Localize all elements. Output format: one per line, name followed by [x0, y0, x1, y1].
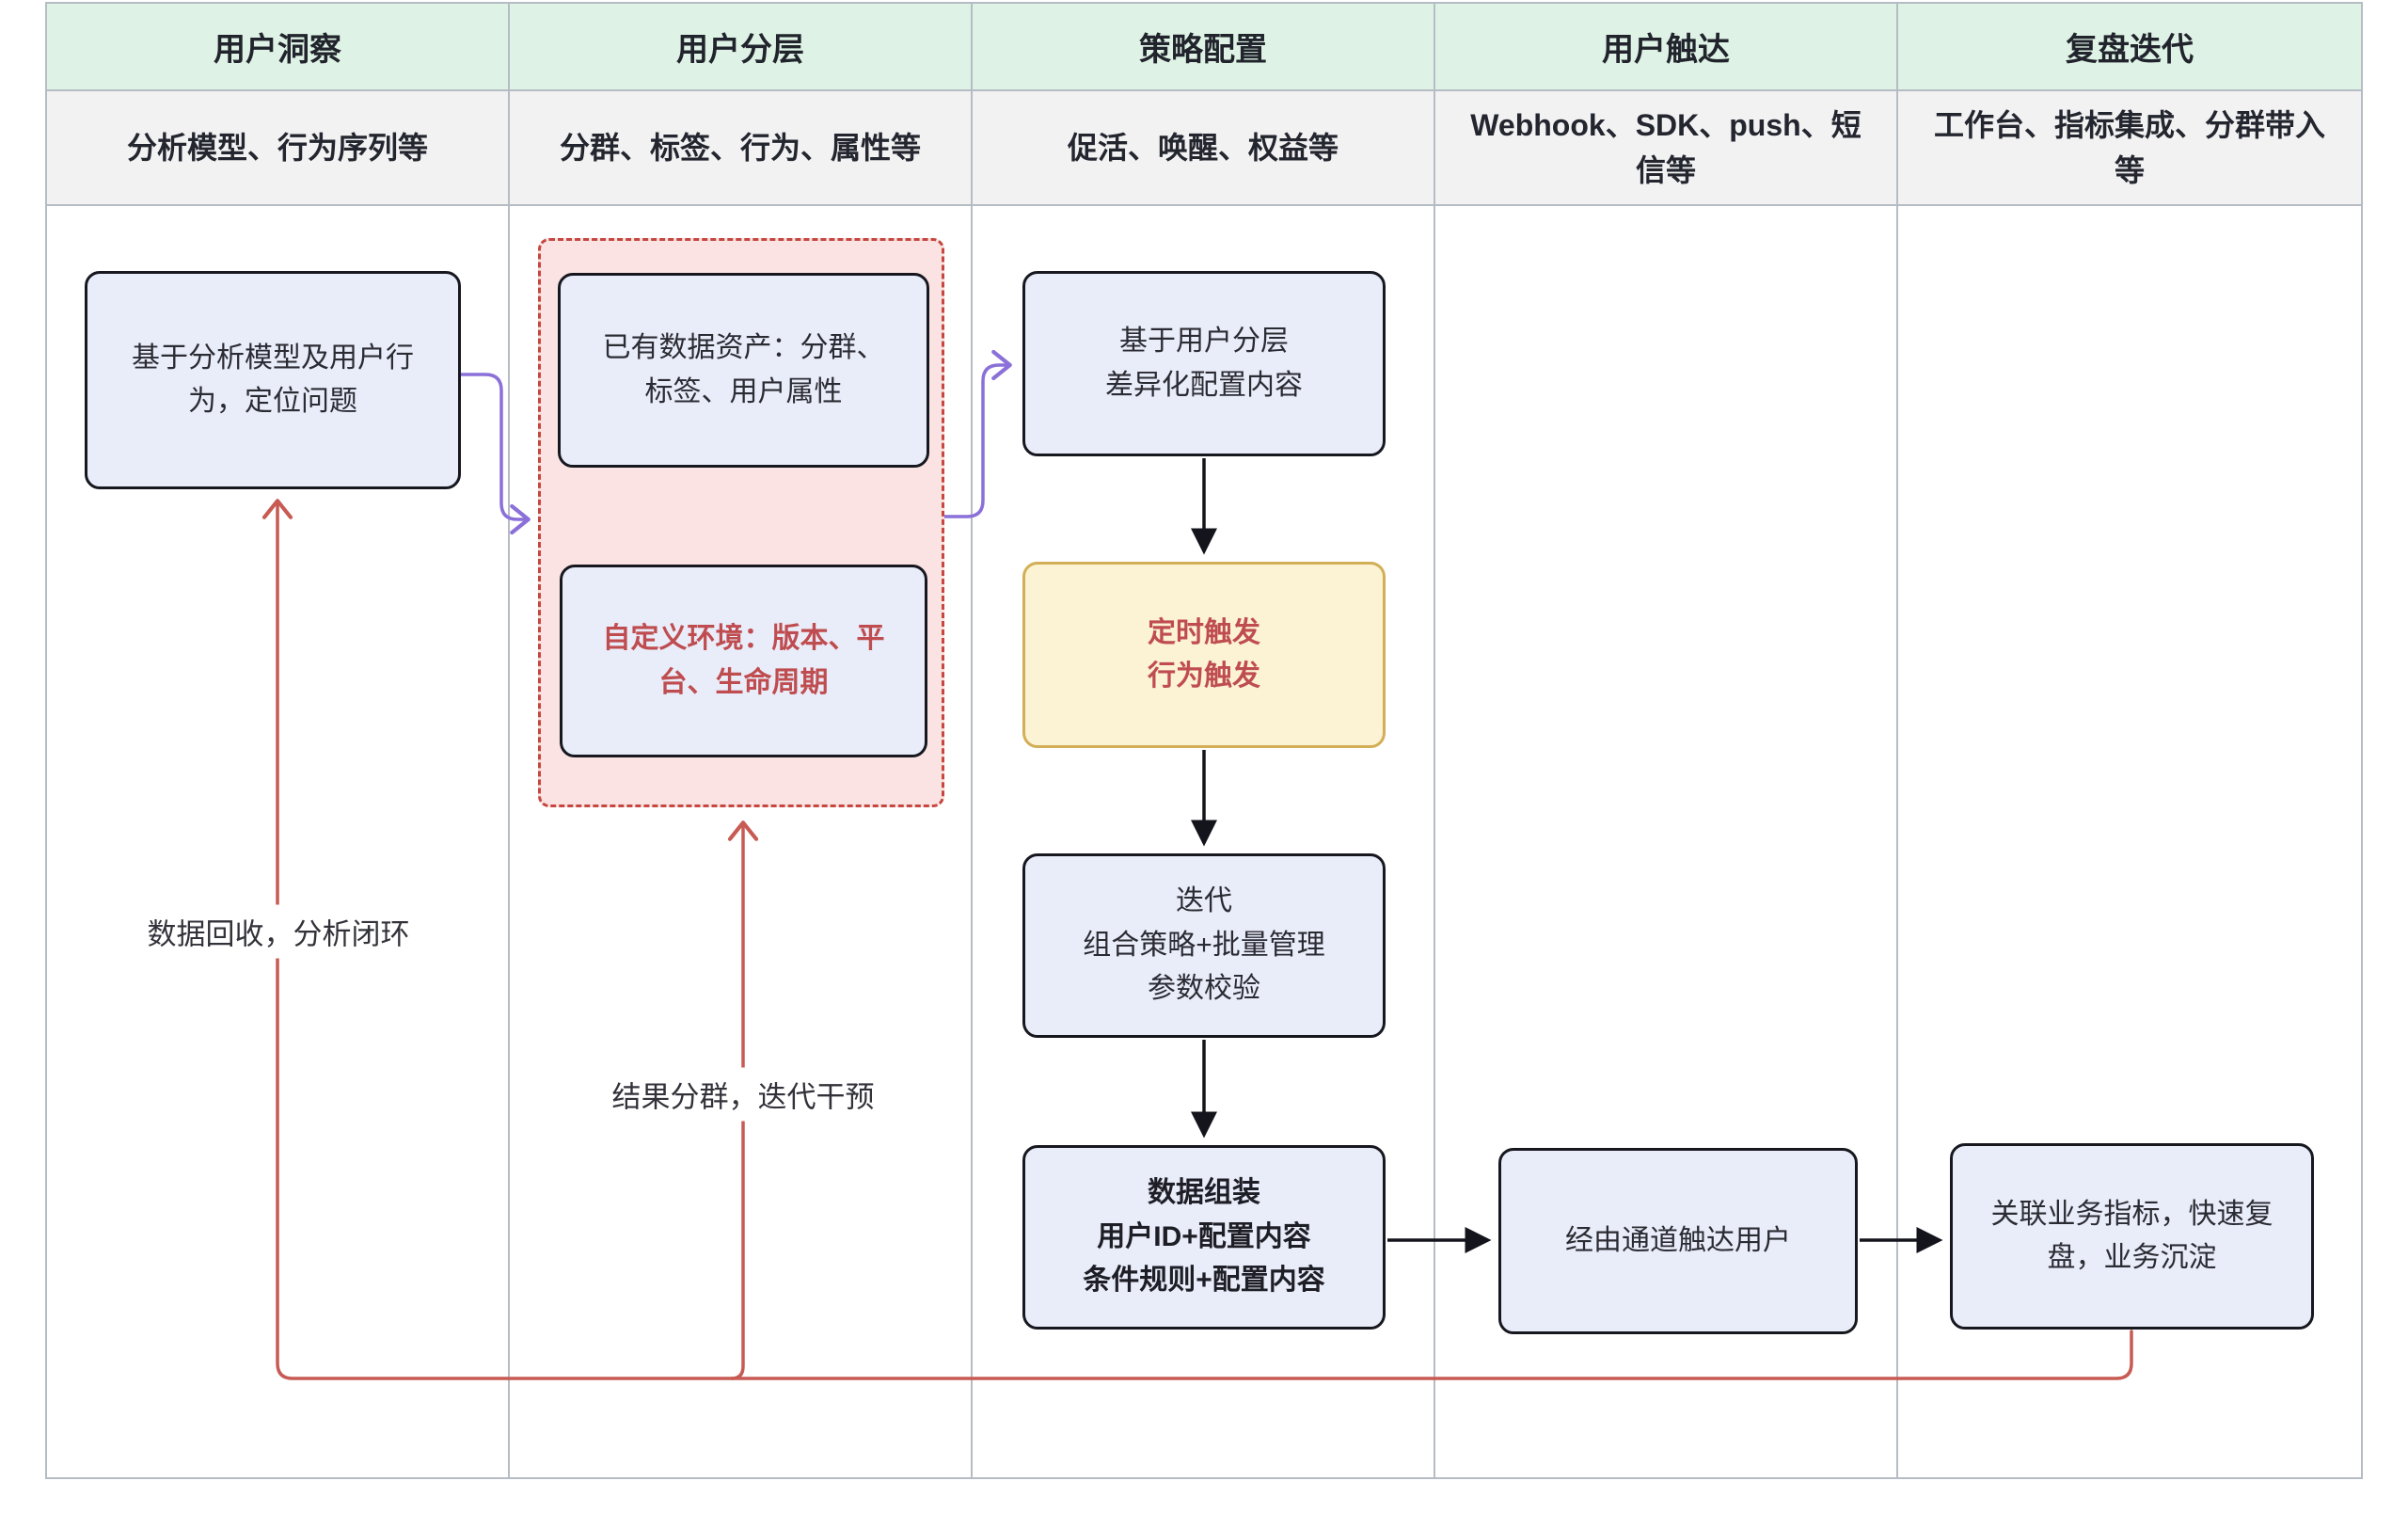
- node-assemble: 数据组装 用户ID+配置内容 条件规则+配置内容: [1022, 1145, 1386, 1330]
- lane-subtitle-strategy: 促活、唤醒、权益等: [973, 91, 1435, 206]
- node-reach: 经由通道触达用户: [1498, 1148, 1858, 1334]
- node-review: 关联业务指标，快速复 盘，业务沉淀: [1950, 1143, 2314, 1330]
- node-layered-config: 基于用户分层 差异化配置内容: [1022, 271, 1386, 456]
- lane-subtitle-insight: 分析模型、行为序列等: [47, 91, 510, 206]
- lane-subtitle-reach: Webhook、SDK、push、短 信等: [1435, 91, 1898, 206]
- label-feedback-insight: 数据回收，分析闭环: [135, 904, 421, 959]
- lane-header-insight: 用户洞察: [47, 4, 510, 91]
- lane-header-review: 复盘迭代: [1898, 4, 2361, 91]
- lane-header-strategy: 策略配置: [973, 4, 1435, 91]
- lane-subtitle-segment: 分群、标签、行为、属性等: [510, 91, 973, 206]
- lane-subtitle-review: 工作台、指标集成、分群带入 等: [1898, 91, 2361, 206]
- label-feedback-segment: 结果分群，迭代干预: [600, 1067, 886, 1122]
- node-custom-env: 自定义环境：版本、平 台、生命周期: [560, 565, 927, 757]
- lane-header-segment: 用户分层: [510, 4, 973, 91]
- node-iterate: 迭代 组合策略+批量管理 参数校验: [1022, 853, 1386, 1038]
- lane-header-reach: 用户触达: [1435, 4, 1898, 91]
- node-insight: 基于分析模型及用户行 为，定位问题: [85, 271, 461, 489]
- node-trigger: 定时触发 行为触发: [1022, 562, 1386, 748]
- node-data-assets: 已有数据资产：分群、 标签、用户属性: [558, 273, 929, 468]
